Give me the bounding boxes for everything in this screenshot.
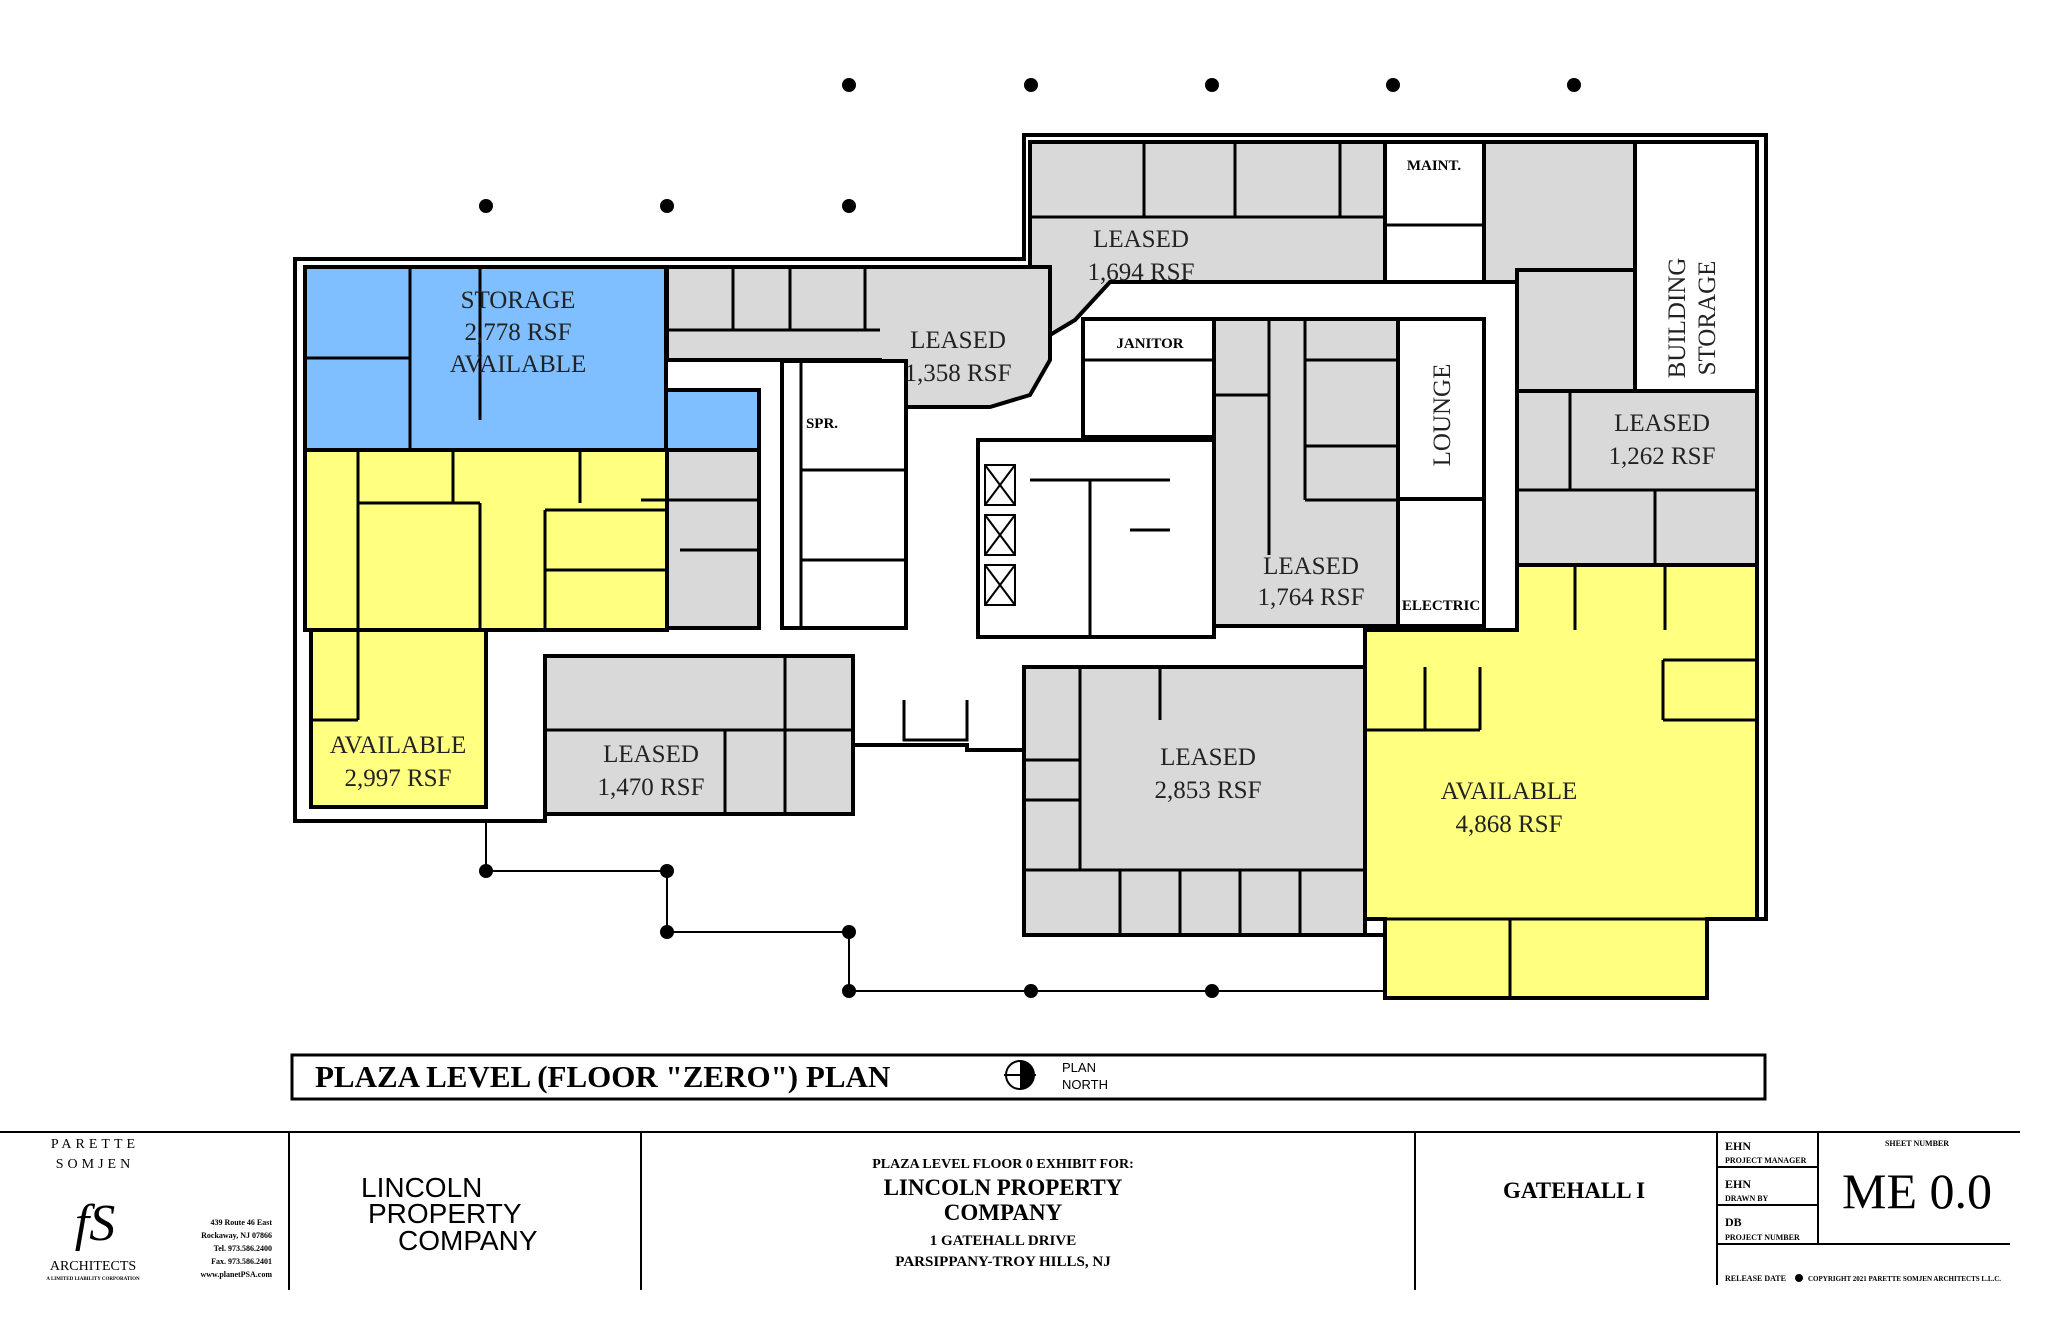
leased-1262-label: LEASED — [1614, 410, 1710, 437]
building-storage-room — [1633, 140, 1759, 393]
leased-1470-label: LEASED — [603, 741, 699, 768]
website: www.planetPSA.com — [200, 1270, 272, 1279]
avail-east-rsf: 4,868 RSF — [1456, 811, 1563, 838]
exhibit-for: PLAZA LEVEL FLOOR 0 EXHIBIT FOR: — [872, 1157, 1134, 1172]
storage-label: STORAGE — [461, 287, 576, 314]
client-logo-line: COMPANY — [398, 1225, 538, 1256]
elevator-stair-core — [976, 438, 1216, 639]
drawn-by-value: EHN — [1725, 1177, 1751, 1191]
available-east-area — [1363, 563, 1759, 1000]
north-arrow-icon — [1004, 1060, 1036, 1090]
leased-north-east-area — [1482, 140, 1637, 284]
exhibit-client-2: COMPANY — [944, 1200, 1063, 1225]
leased-1262-area — [1515, 389, 1759, 567]
available-west-area — [303, 448, 669, 632]
architect-logo-icon: fS — [75, 1195, 115, 1252]
electric-room — [1396, 497, 1486, 628]
copyright-text: COPYRIGHT 2021 PARETTE SOMJEN ARCHITECTS… — [1808, 1275, 2001, 1283]
drawn-by-label: DRAWN BY — [1725, 1194, 1769, 1203]
north-label-1: PLAN — [1062, 1060, 1096, 1075]
electric-label: ELECTRIC — [1402, 598, 1480, 614]
avail-west-label: AVAILABLE — [330, 732, 467, 759]
leased-1262-rsf: 1,262 RSF — [1609, 443, 1716, 470]
architect-sub: A LIMITED LIABILITY CORPORATION — [46, 1277, 140, 1282]
storage-area — [303, 265, 761, 452]
architect-address: 439 Route 46 East Rockaway, NJ 07866 Tel… — [200, 1218, 272, 1279]
fax: Fax. 973.586.2401 — [211, 1257, 272, 1266]
architect-label: ARCHITECTS — [50, 1259, 136, 1274]
janitor-label: JANITOR — [1116, 336, 1183, 352]
leased-1764-rsf: 1,764 RSF — [1258, 584, 1365, 611]
exhibit-client-1: LINCOLN PROPERTY — [884, 1175, 1123, 1200]
sheet-number: ME 0.0 — [1842, 1163, 1992, 1219]
leased-1470-area — [543, 654, 855, 816]
plan-title: PLAZA LEVEL (FLOOR "ZERO") PLAN — [315, 1059, 890, 1094]
leased-2853-rsf: 2,853 RSF — [1155, 777, 1262, 804]
leased-1358-rsf: 1,358 RSF — [905, 360, 1012, 387]
partitions — [305, 142, 1757, 998]
client-logo: LINCOLN PROPERTY COMPANY — [361, 1172, 538, 1256]
janitor-room — [1081, 317, 1216, 439]
project-manager-label: PROJECT MANAGER — [1725, 1156, 1807, 1165]
avail-west-rsf: 2,997 RSF — [345, 765, 452, 792]
leased-1358-area — [665, 265, 1052, 409]
title-block — [0, 1131, 2020, 1290]
storage-status: AVAILABLE — [450, 351, 587, 378]
service-rooms — [780, 140, 1759, 639]
building-storage-label-2: STORAGE — [1694, 261, 1721, 376]
storage-rsf: 2,778 RSF — [465, 319, 572, 346]
space-labels: STORAGE 2,778 RSF AVAILABLE AVAILABLE 2,… — [330, 158, 1721, 838]
leased-1764-label: LEASED — [1263, 553, 1359, 580]
plan-title-bar — [290, 1053, 1767, 1101]
architect-name-1: PARETTE — [51, 1137, 139, 1152]
copyright-icon — [1795, 1274, 1803, 1282]
client-logo-line: PROPERTY — [368, 1198, 522, 1229]
maint-room — [1383, 140, 1486, 284]
architect-name-2: SOMJEN — [56, 1157, 134, 1172]
lounge-room — [1396, 317, 1486, 501]
north-label-2: NORTH — [1062, 1077, 1108, 1092]
elevator-icons — [984, 464, 1016, 606]
project-manager-value: EHN — [1725, 1139, 1751, 1153]
project-number-value: DB — [1725, 1215, 1742, 1229]
address-line: Rockaway, NJ 07866 — [201, 1231, 272, 1240]
release-date-label: RELEASE DATE — [1725, 1274, 1786, 1283]
phone: Tel. 973.586.2400 — [214, 1244, 272, 1253]
exhibit-address-1: 1 GATEHALL DRIVE — [930, 1233, 1076, 1249]
leased-areas — [543, 140, 1759, 937]
lounge-label: LOUNGE — [1429, 364, 1456, 467]
project-name: GATEHALL I — [1503, 1178, 1645, 1203]
exhibit-address-2: PARSIPPANY-TROY HILLS, NJ — [895, 1254, 1111, 1270]
project-number-label: PROJECT NUMBER — [1725, 1233, 1800, 1242]
maint-label: MAINT. — [1407, 158, 1462, 174]
restrooms — [780, 359, 908, 630]
leased-1358-label: LEASED — [910, 327, 1006, 354]
avail-east-label: AVAILABLE — [1441, 778, 1578, 805]
address-line: 439 Route 46 East — [210, 1218, 272, 1227]
sheet-number-label: SHEET NUMBER — [1885, 1139, 1949, 1148]
plaza-outline — [485, 821, 1680, 992]
leased-1694-label: LEASED — [1093, 226, 1189, 253]
leased-1694-rsf: 1,694 RSF — [1088, 259, 1195, 286]
leased-2853-label: LEASED — [1160, 744, 1256, 771]
building-storage-label-1: BUILDING — [1664, 258, 1691, 379]
spr-label: SPR. — [806, 416, 838, 432]
available-areas — [303, 448, 1759, 1000]
leased-1470-rsf: 1,470 RSF — [598, 774, 705, 801]
client-logo-line: LINCOLN — [361, 1172, 482, 1203]
